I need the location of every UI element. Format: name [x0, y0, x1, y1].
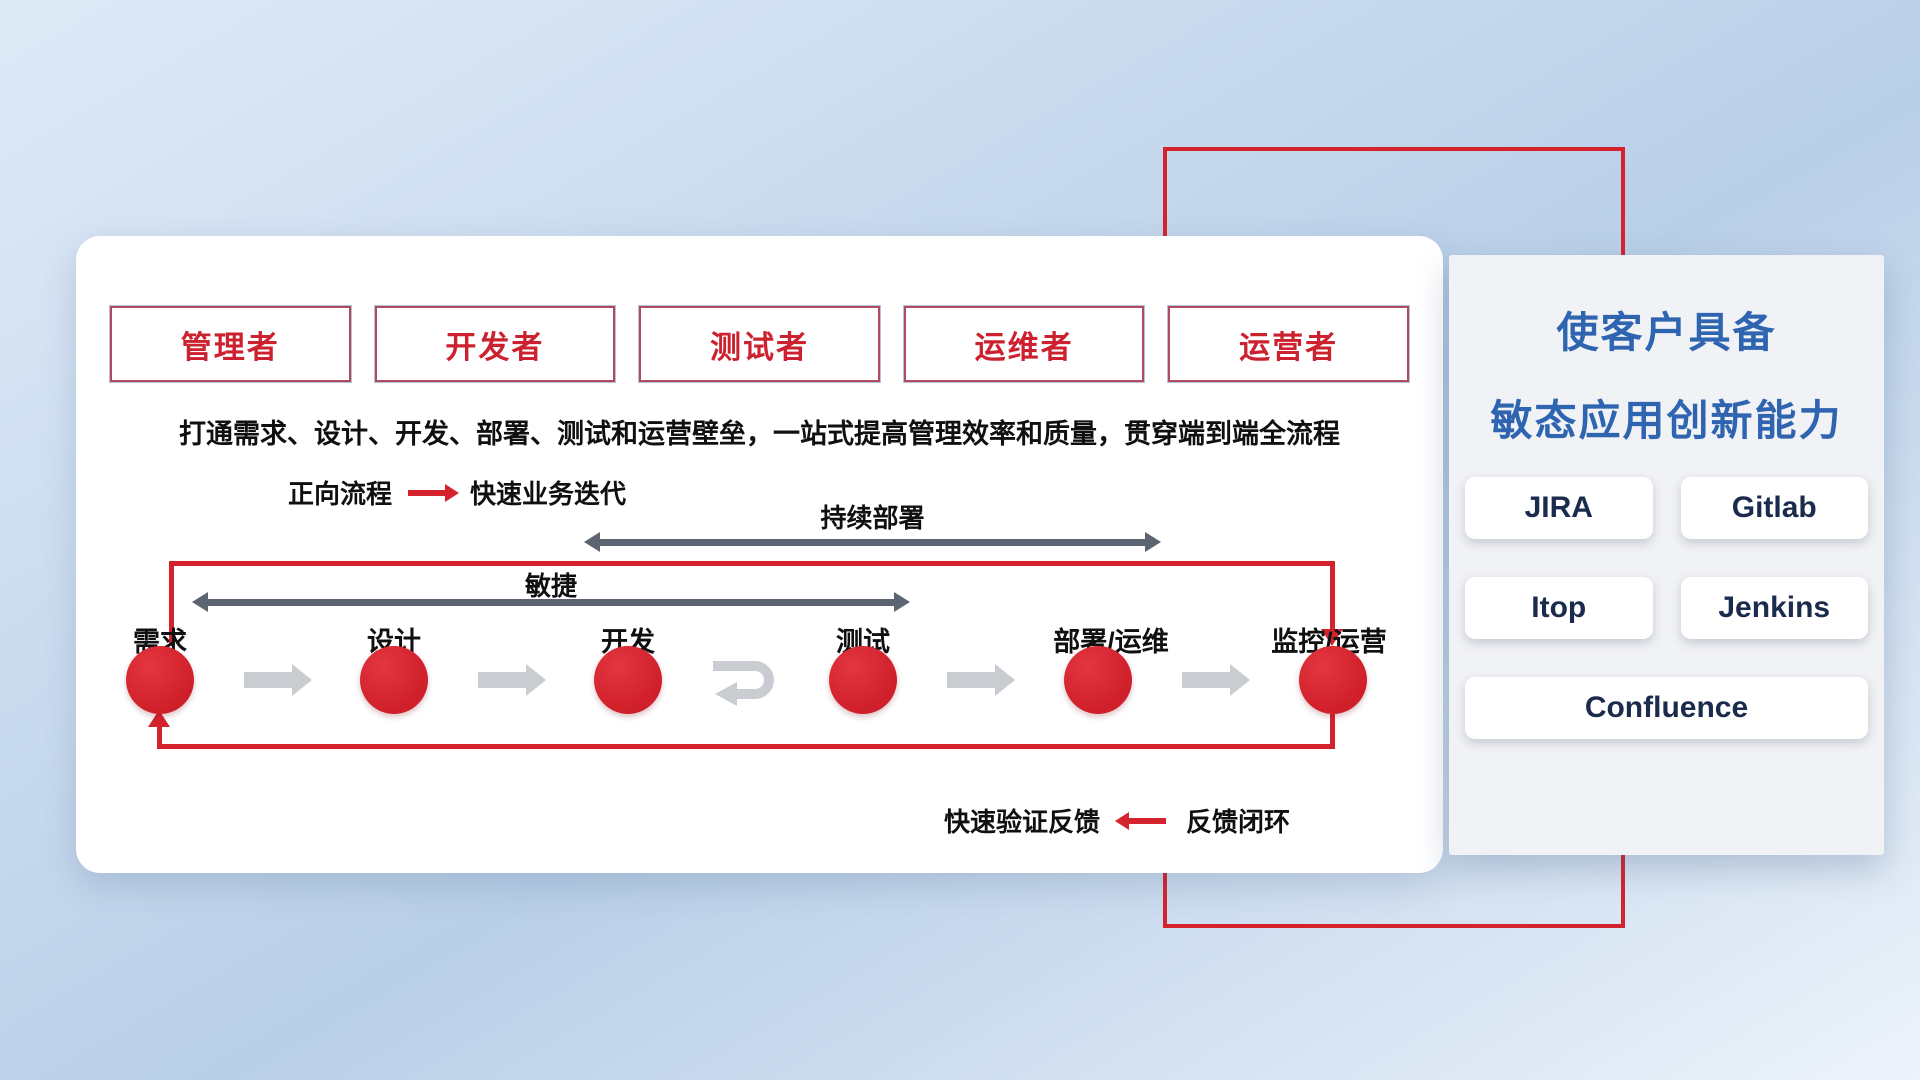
role-box-manager: 管理者: [110, 306, 351, 382]
continuous-deploy-range-arrow: [584, 532, 1161, 552]
forward-arrow-icon: [408, 483, 460, 502]
loop-arrowhead-down-icon: [1321, 629, 1343, 646]
tool-chip-itop: Itop: [1465, 577, 1653, 639]
flow-arrow-icon: [478, 664, 546, 696]
forward-legend-label: 正向流程: [288, 479, 393, 509]
flow-node: [594, 646, 662, 714]
feedback-legend-text: 反馈闭环: [1186, 807, 1291, 837]
flow-node: [1064, 646, 1132, 714]
loop-arrowhead-up-icon: [148, 710, 170, 727]
capability-panel: 使客户具备 敏态应用创新能力 JIRA Gitlab Itop Jenkins …: [1449, 255, 1884, 855]
feedback-legend: 快速验证反馈 反馈闭环: [944, 802, 1290, 839]
role-label: 运营者: [1239, 329, 1339, 365]
forward-loop-line: [1330, 561, 1335, 631]
flow-arrow-icon: [244, 664, 312, 696]
forward-loop-line: [169, 561, 174, 646]
tool-chip-confluence: Confluence: [1465, 677, 1868, 739]
forward-legend-text: 快速业务迭代: [470, 479, 627, 509]
feedback-arrow-icon: [1115, 811, 1167, 830]
role-label: 测试者: [709, 329, 809, 365]
flow-node: [1299, 646, 1367, 714]
feedback-loop-line: [157, 744, 1335, 749]
role-label: 运维者: [974, 329, 1074, 365]
forward-flow-legend: 正向流程 快速业务迭代: [288, 474, 626, 511]
role-label: 开发者: [445, 329, 545, 365]
tool-chip-jira: JIRA: [1465, 477, 1653, 539]
forward-loop-line: [169, 561, 1335, 566]
agile-range-arrow: [192, 592, 910, 612]
feedback-loop-line: [1330, 714, 1335, 749]
feedback-legend-label: 快速验证反馈: [944, 807, 1101, 837]
flow-arrow-icon: [947, 664, 1015, 696]
role-box-ops: 运维者: [903, 306, 1145, 382]
main-card: 管理者 开发者 测试者 运维者 运营者 打通需求、设计、开发、部署、测试和运营壁…: [76, 236, 1443, 873]
tool-grid: JIRA Gitlab Itop Jenkins Confluence: [1465, 477, 1868, 739]
panel-title-line2: 敏态应用创新能力: [1490, 397, 1843, 444]
flow-arrow-icon: [1182, 664, 1250, 696]
agile-label: 敏捷: [524, 571, 577, 601]
role-row: 管理者 开发者 测试者 运维者 运营者: [110, 306, 1409, 382]
role-label: 管理者: [180, 329, 280, 365]
role-box-operator: 运营者: [1168, 306, 1409, 382]
role-box-developer: 开发者: [374, 306, 616, 382]
continuous-deploy-label: 持续部署: [820, 503, 925, 533]
iteration-arrow-icon: [707, 652, 785, 715]
tool-chip-jenkins: Jenkins: [1680, 577, 1868, 639]
role-box-tester: 测试者: [639, 306, 880, 382]
panel-title-line1: 使客户具备: [1556, 309, 1777, 356]
tool-chip-gitlab: Gitlab: [1680, 477, 1868, 539]
description-text: 打通需求、设计、开发、部署、测试和运营壁垒，一站式提高管理效率和质量，贯穿端到端…: [179, 419, 1340, 449]
flow-node: [126, 646, 194, 714]
flow-node: [829, 646, 897, 714]
feedback-loop-line: [157, 726, 162, 748]
flow-node: [360, 646, 428, 714]
